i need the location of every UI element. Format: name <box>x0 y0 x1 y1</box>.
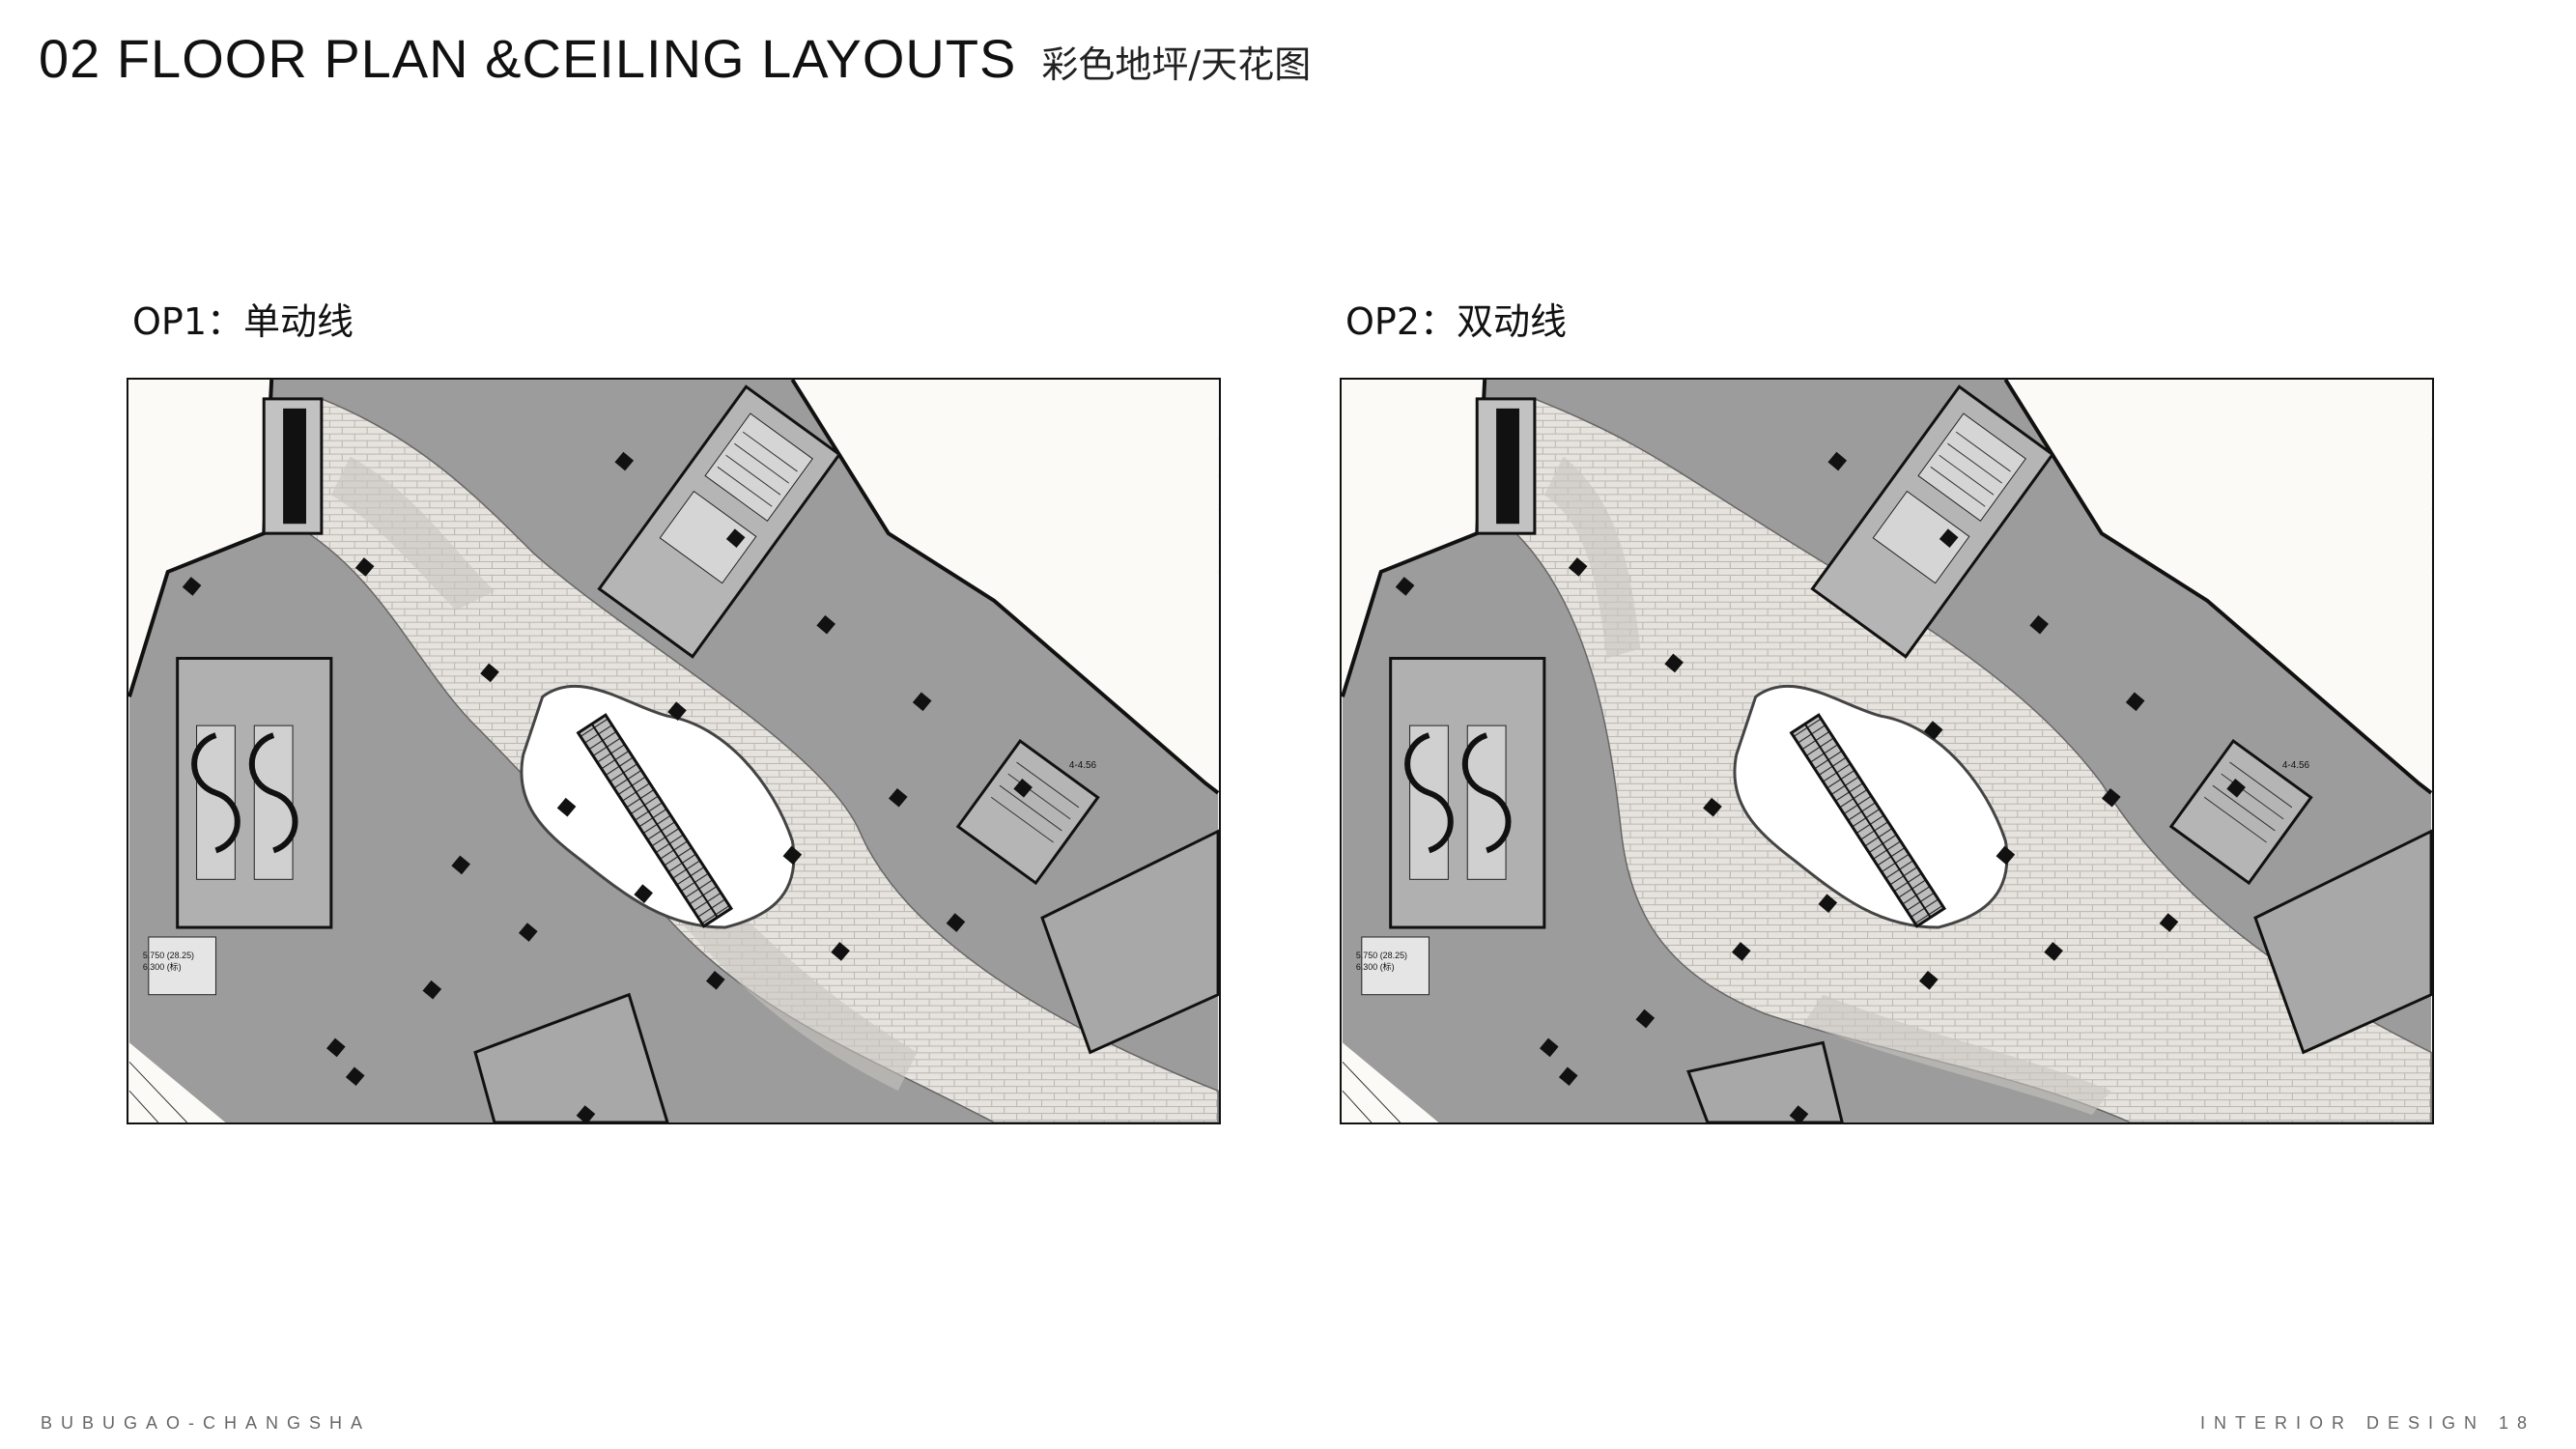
option-1-label: OP1：单动线 <box>132 300 354 343</box>
level-label-c: 4-4.56 <box>1069 760 1097 771</box>
floor-plan-option-1: 5.750 (28.25) 6.300 (标) 4-4.56 <box>127 378 1221 1124</box>
walkway-paving <box>292 397 1219 1122</box>
level-label-b: 6.300 (标) <box>143 961 182 972</box>
shop-south <box>473 992 669 1122</box>
shop-south <box>1686 1040 1844 1122</box>
footer-page-label: INTERIOR DESIGN 18 <box>2199 1413 2535 1433</box>
core-east <box>2168 739 2313 886</box>
floor-plan-option-2: 5.750 (28.25) 6.300 (标) 4-4.56 <box>1340 378 2434 1124</box>
core-northeast <box>1810 384 2055 659</box>
footer-project-name: BUBUGAO-CHANGSHA <box>41 1413 372 1433</box>
shop-southeast <box>1040 829 1219 1055</box>
shop-southeast <box>2253 829 2432 1055</box>
escalator <box>1789 713 1947 928</box>
level-label-a: 5.750 (28.25) <box>1356 951 1407 960</box>
level-label-b: 6.300 (标) <box>1356 961 1395 972</box>
title-row: 02 FLOOR PLAN &CEILING LAYOUTS 彩色地坪/天花图 <box>39 27 1311 90</box>
core-northeast <box>597 384 842 659</box>
floor-plan-drawing-2: 5.750 (28.25) 6.300 (标) 4-4.56 <box>1342 380 2432 1122</box>
structural-columns <box>1395 451 2246 1122</box>
level-label-c: 4-4.56 <box>2282 760 2310 771</box>
sw-hatch <box>128 1061 187 1122</box>
page-title: 02 FLOOR PLAN &CEILING LAYOUTS <box>39 28 1017 89</box>
escalator <box>576 713 734 928</box>
floor-plan-drawing-1: 5.750 (28.25) 6.300 (标) 4-4.56 <box>128 380 1219 1122</box>
sw-hatch <box>1342 1061 1401 1122</box>
level-label-a: 5.750 (28.25) <box>143 951 194 960</box>
core-east <box>955 739 1100 886</box>
option-2-label: OP2：双动线 <box>1345 300 1568 343</box>
structural-columns <box>182 451 1033 1122</box>
walkway-paving <box>1505 397 2432 1122</box>
page-subtitle: 彩色地坪/天花图 <box>1041 43 1312 86</box>
